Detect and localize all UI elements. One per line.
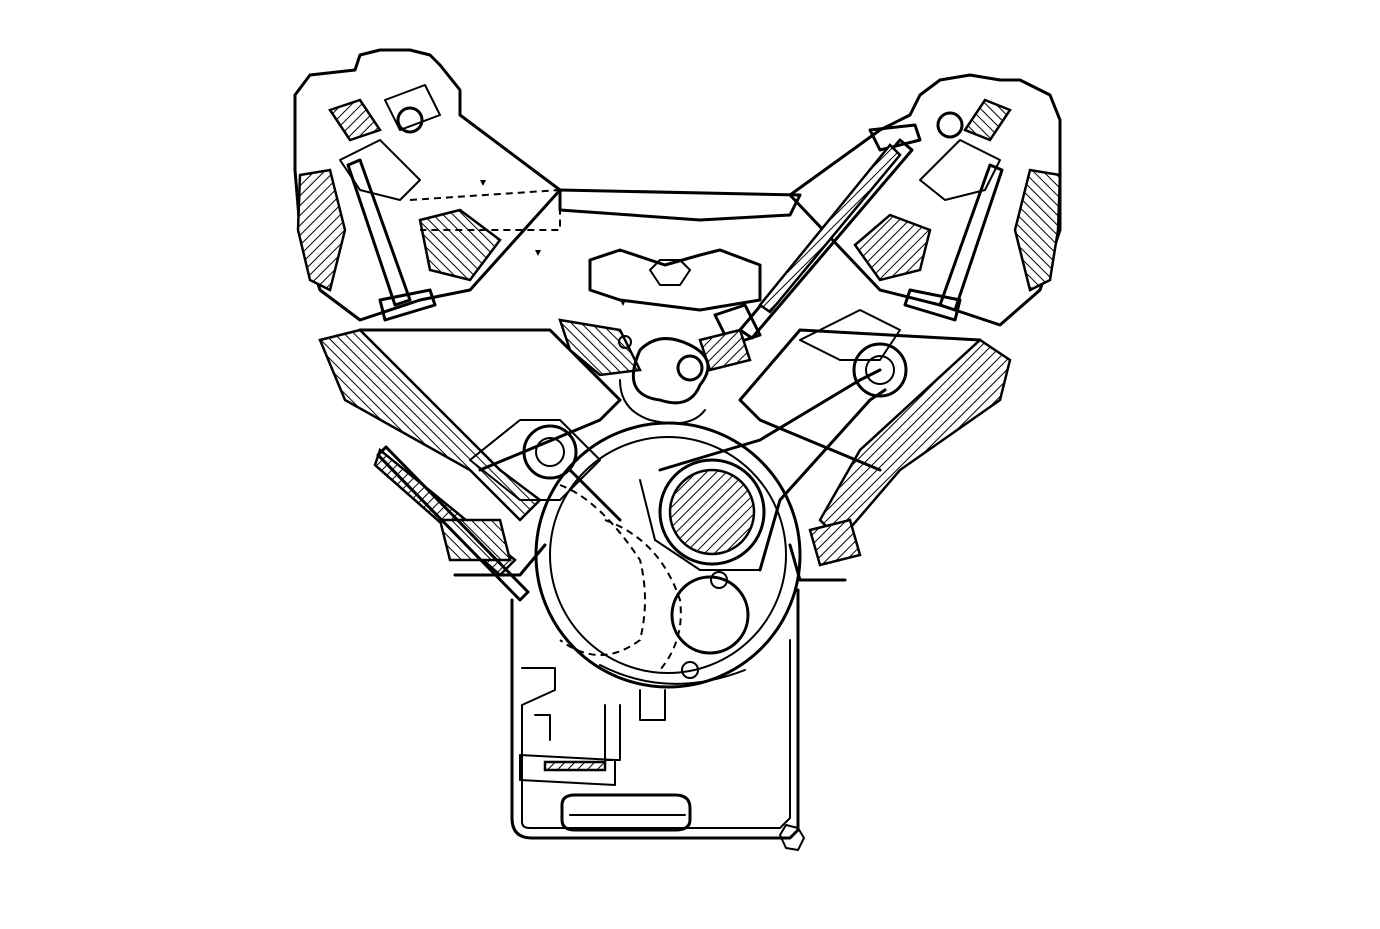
oil-pan <box>510 588 800 840</box>
cylinder-head-left <box>293 48 562 322</box>
connecting-rod-right <box>639 342 908 572</box>
head-bolt-left <box>376 445 530 602</box>
intake-manifold <box>558 188 802 377</box>
crankshaft-journal <box>658 458 766 566</box>
oil-pickup-screen <box>519 689 692 832</box>
crankshaft-counterweight <box>559 484 750 671</box>
drain-plug <box>779 824 805 851</box>
valve-rocker-right <box>868 111 1004 322</box>
camshaft <box>619 337 710 425</box>
fasteners <box>480 180 728 679</box>
cylinder-bank-right <box>738 309 1012 567</box>
valve-lifter <box>698 303 762 372</box>
valve-rocker-left <box>346 84 561 322</box>
cylinder-head-right <box>788 73 1062 327</box>
